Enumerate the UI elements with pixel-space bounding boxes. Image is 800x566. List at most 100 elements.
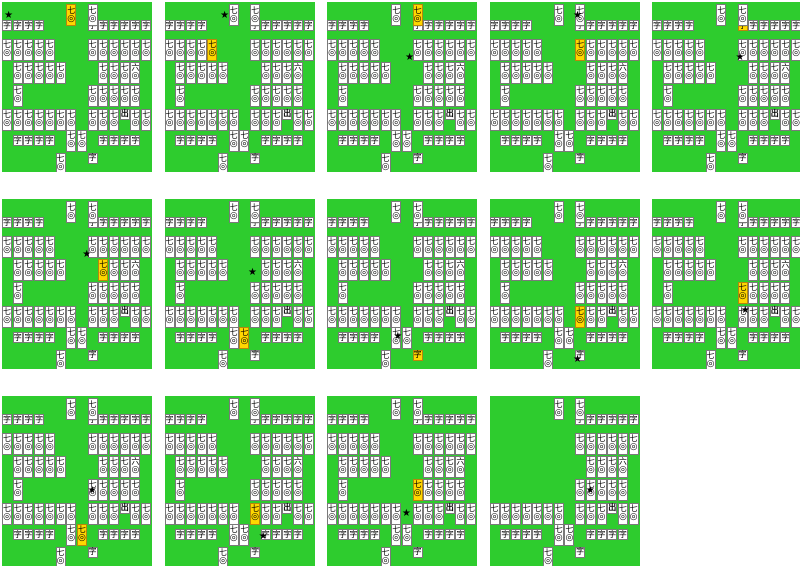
char-tile[interactable]: 字 [673, 332, 684, 344]
char-tile[interactable]: 字 [444, 20, 455, 32]
seven-tile[interactable]: 七◎ [109, 61, 119, 84]
seven-tile[interactable]: 七◎ [662, 84, 673, 107]
seven-tile[interactable]: 七◎ [434, 478, 444, 501]
seven-tile[interactable]: 七◎ [500, 235, 511, 258]
seven-tile[interactable]: 七◎ [694, 235, 705, 258]
seven-tile[interactable]: 七◎ [12, 432, 23, 455]
seven-tile[interactable]: 七◎ [164, 38, 175, 61]
char-tile[interactable]: 字 [109, 414, 119, 426]
seven-tile[interactable]: 七◎ [2, 305, 12, 328]
seven-tile[interactable]: 七◎ [250, 84, 261, 107]
seven-tile[interactable]: 七◎ [250, 398, 261, 421]
char-tile[interactable]: 字 [737, 152, 748, 164]
char-tile[interactable]: 字 [292, 529, 303, 541]
seven-tile[interactable]: 七◎ [652, 38, 662, 61]
seven-tile[interactable]: 七◎ [337, 108, 348, 131]
seven-tile[interactable]: 七◎ [185, 108, 196, 131]
seven-tile[interactable]: 七◎ [130, 38, 141, 61]
six-tile[interactable]: 六◎ [455, 455, 466, 478]
seven-tile[interactable]: 七◎ [769, 258, 780, 281]
seven-tile[interactable]: 七◎ [585, 108, 596, 131]
seven-tile[interactable]: 七◎ [607, 84, 618, 107]
seven-tile[interactable]: 七◎ [175, 235, 186, 258]
seven-tile[interactable]: 七◎ [748, 305, 759, 328]
seven-tile[interactable]: 七◎ [500, 38, 511, 61]
seven-tile[interactable]: 七◎ [2, 502, 12, 525]
seven-tile[interactable]: 七◎ [380, 455, 391, 478]
seven-tile[interactable]: 七◎ [510, 61, 521, 84]
seven-tile[interactable]: 七◎ [185, 455, 196, 478]
seven-tile[interactable]: 七◎ [628, 235, 639, 258]
char-tile[interactable]: 字 [434, 529, 444, 541]
seven-tile[interactable]: 七◎ [380, 546, 391, 566]
char-tile[interactable]: 字 [607, 20, 618, 32]
seven-tile[interactable]: 七◎ [412, 38, 423, 61]
seven-tile[interactable]: 七◎ [98, 281, 109, 304]
seven-tile[interactable]: 七◎ [628, 108, 639, 131]
seven-tile[interactable]: 七◎ [500, 281, 511, 304]
seven-tile[interactable]: 七◎ [130, 235, 141, 258]
seven-tile[interactable]: 七◎ [455, 432, 466, 455]
seven-tile[interactable]: 七◎ [23, 432, 34, 455]
seven-tile[interactable]: 七◎ [705, 61, 716, 84]
char-tile[interactable]: 字 [585, 135, 596, 147]
seven-tile[interactable]: 七◎ [87, 38, 98, 61]
seven-tile[interactable]: 七◎ [662, 305, 673, 328]
seven-tile[interactable]: 七◎ [737, 201, 748, 224]
char-tile[interactable]: 字 [348, 332, 359, 344]
char-tile[interactable]: 字 [780, 217, 791, 229]
seven-tile[interactable]: 七◎ [239, 129, 250, 152]
char-tile[interactable]: 字 [585, 217, 596, 229]
char-tile[interactable]: 字 [684, 217, 695, 229]
seven-tile[interactable]: 七◎ [369, 305, 380, 328]
char-tile[interactable]: 字 [23, 135, 34, 147]
seven-tile[interactable]: 七◎ [337, 258, 348, 281]
seven-tile[interactable]: 七◎ [423, 502, 434, 525]
six-tile[interactable]: 六◎ [780, 258, 791, 281]
exit-tile[interactable]: 出 [119, 305, 130, 317]
seven-tile[interactable]: 七◎ [748, 108, 759, 131]
char-tile[interactable]: 字 [292, 414, 303, 426]
char-tile[interactable]: 字 [119, 20, 130, 32]
seven-tile[interactable]: 七◎ [271, 258, 282, 281]
char-tile[interactable]: 字 [303, 414, 314, 426]
seven-tile[interactable]: 七◎ [532, 61, 543, 84]
seven-tile[interactable]: 七◎ [575, 38, 586, 61]
seven-tile[interactable]: 七◎ [694, 38, 705, 61]
char-tile[interactable]: 字 [759, 20, 769, 32]
seven-tile[interactable]: 七◎ [434, 502, 444, 525]
seven-tile[interactable]: 七◎ [694, 108, 705, 131]
char-tile[interactable]: 字 [662, 217, 673, 229]
char-tile[interactable]: 字 [791, 20, 800, 32]
seven-tile[interactable]: 七◎ [228, 201, 239, 224]
seven-tile[interactable]: 七◎ [617, 478, 628, 501]
char-tile[interactable]: 字 [260, 217, 271, 229]
char-tile[interactable]: 字 [673, 20, 684, 32]
char-tile[interactable]: 字 [444, 529, 455, 541]
seven-tile[interactable]: 七◎ [66, 326, 77, 349]
seven-tile[interactable]: 七◎ [196, 432, 207, 455]
char-tile[interactable]: 字 [532, 135, 543, 147]
six-tile[interactable]: 六◎ [292, 455, 303, 478]
seven-tile[interactable]: 七◎ [466, 502, 477, 525]
seven-tile[interactable]: 七◎ [348, 305, 359, 328]
seven-tile[interactable]: 七◎ [391, 129, 402, 152]
char-tile[interactable]: 字 [87, 349, 98, 361]
char-tile[interactable]: 字 [412, 152, 423, 164]
seven-tile[interactable]: 七◎ [164, 305, 175, 328]
seven-tile[interactable]: 七◎ [780, 108, 791, 131]
seven-tile[interactable]: 七◎ [553, 305, 564, 328]
seven-tile[interactable]: 七◎ [575, 108, 586, 131]
char-tile[interactable]: 字 [359, 414, 370, 426]
seven-tile[interactable]: 七◎ [617, 38, 628, 61]
char-tile[interactable]: 字 [130, 217, 141, 229]
seven-tile[interactable]: 七◎ [521, 258, 532, 281]
char-tile[interactable]: 字 [510, 135, 521, 147]
seven-tile[interactable]: 七◎ [564, 523, 575, 546]
seven-tile[interactable]: 七◎ [434, 432, 444, 455]
seven-tile[interactable]: 七◎ [271, 432, 282, 455]
char-tile[interactable]: 字 [369, 332, 380, 344]
seven-tile[interactable]: 七◎ [337, 305, 348, 328]
seven-tile[interactable]: 七◎ [12, 502, 23, 525]
char-tile[interactable]: 字 [185, 529, 196, 541]
